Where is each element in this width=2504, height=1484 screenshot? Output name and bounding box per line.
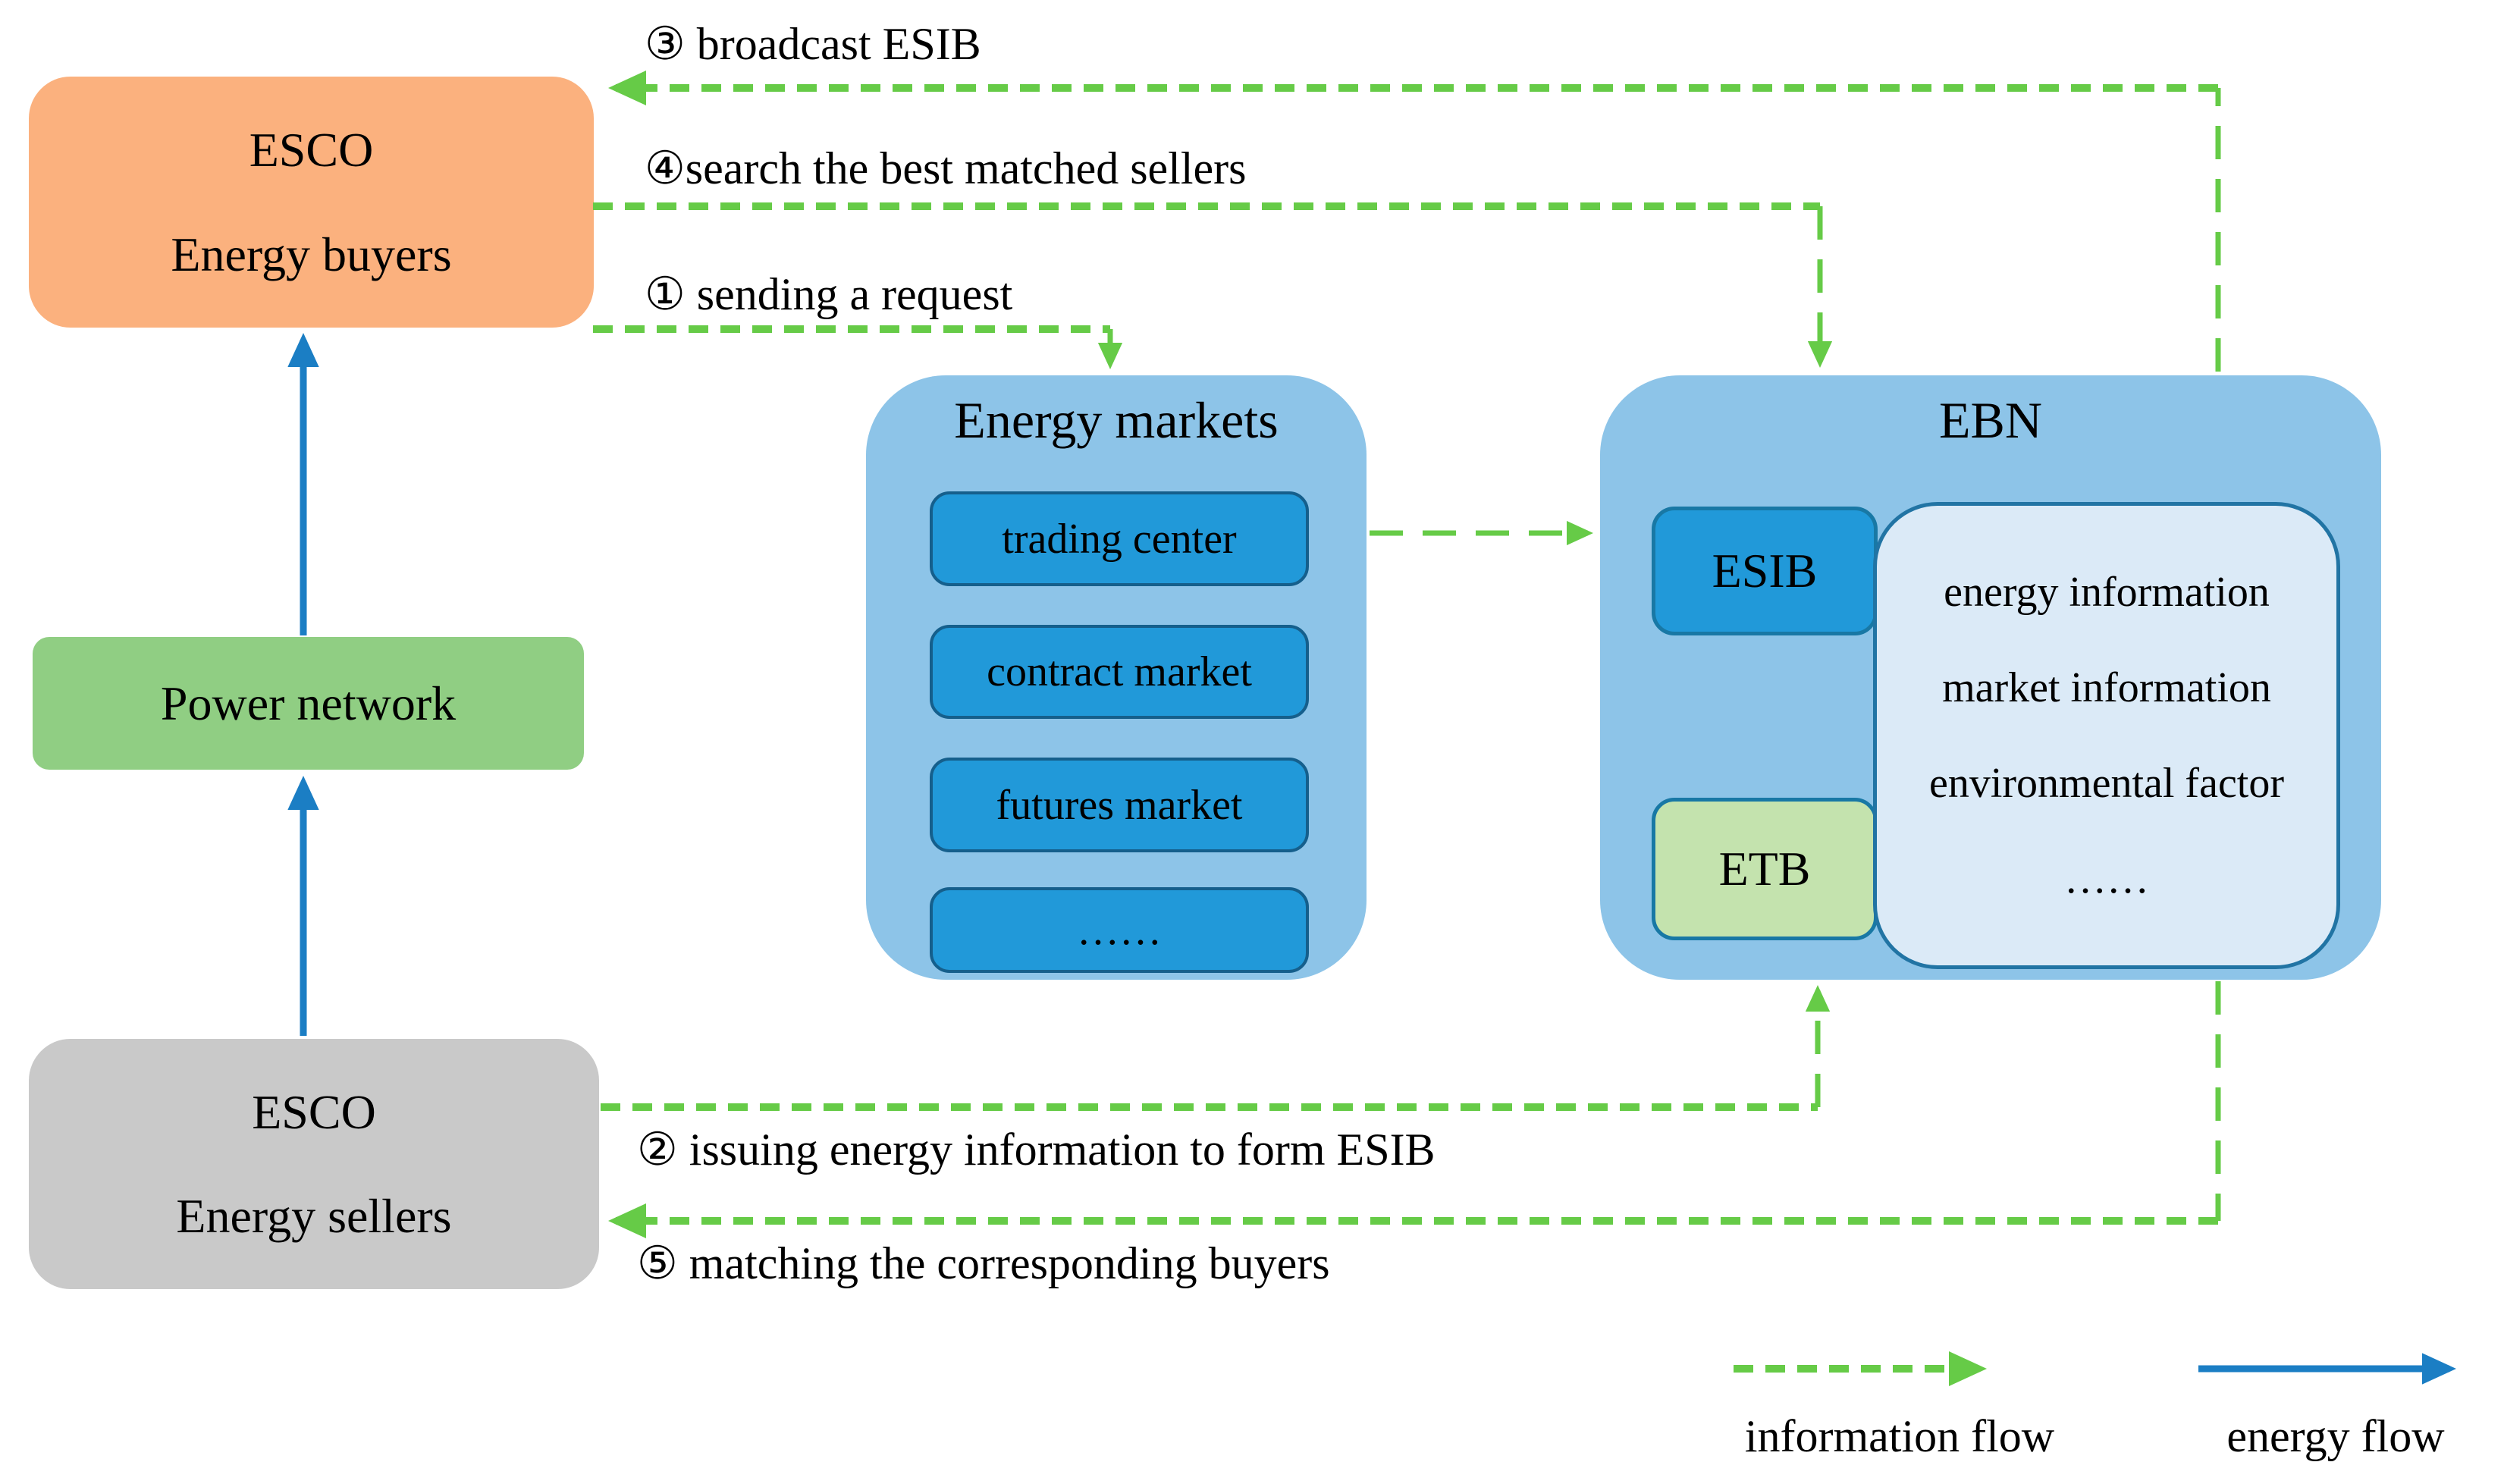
info-line-ellipsis: …… [2064,855,2149,902]
legend-information-flow-label: information flow [1744,1411,2055,1461]
market-item-label: trading center [1002,515,1237,563]
etb-label: ETB [1718,842,1811,896]
power-network-label: Power network [160,676,457,730]
step3-label: ③ broadcast ESIB [645,19,981,69]
ebn-box: EBN ESIB ETB energy information market i… [1600,375,2381,980]
esib-label: ESIB [1712,544,1818,598]
energy-markets-box: Energy markets trading center contract m… [866,375,1367,980]
info-line-market-information: market information [1942,664,2271,711]
sellers-line1: ESCO [252,1084,376,1139]
etb-box: ETB [1652,798,1878,940]
market-item-trading-center: trading center [930,491,1309,586]
step1-label: ① sending a request [645,269,1013,319]
buyers-line1: ESCO [249,123,374,177]
legend-energy-flow-label: energy flow [2226,1411,2445,1461]
step4-label: ④search the best matched sellers [645,143,1247,193]
buyers-line2: Energy buyers [171,227,452,281]
market-item-futures-market: futures market [930,758,1309,852]
market-item-contract-market: contract market [930,625,1309,719]
sellers-line2: Energy sellers [176,1189,452,1243]
step5-label: ⑤ matching the corresponding buyers [637,1238,1330,1288]
info-line-environmental-factor: environmental factor [1928,760,2284,807]
market-item-ellipsis: …… [930,887,1309,973]
esco-energy-buyers-box: ESCO Energy buyers [29,77,594,328]
ebn-title: EBN [1939,391,2042,449]
market-item-label: …… [1077,906,1162,954]
ebn-info-panel: energy information market information en… [1873,502,2340,969]
energy-markets-title: Energy markets [954,391,1279,449]
esco-energy-sellers-box: ESCO Energy sellers [29,1039,599,1289]
info-line-energy-information: energy information [1944,569,2270,616]
esib-box: ESIB [1652,507,1878,635]
market-item-label: futures market [996,781,1243,829]
step2-label: ② issuing energy information to form ESI… [637,1125,1436,1175]
market-item-label: contract market [987,648,1252,695]
power-network-box: Power network [33,637,584,770]
